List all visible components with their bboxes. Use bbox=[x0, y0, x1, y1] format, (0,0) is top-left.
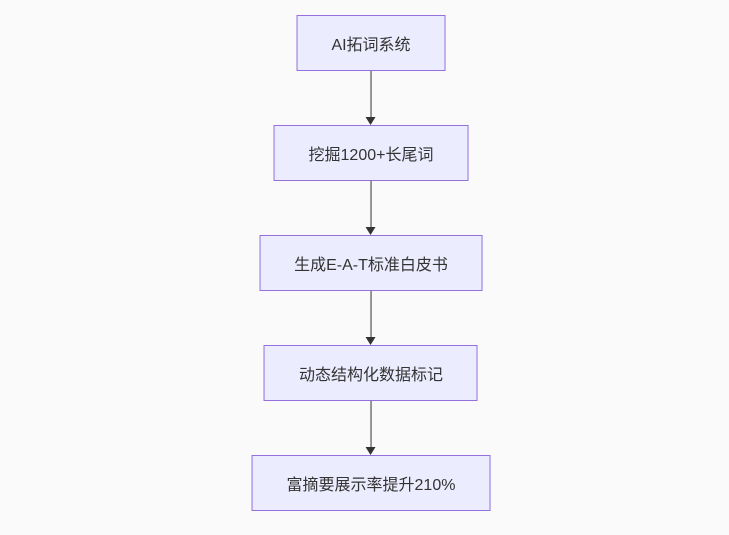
arrow-down-icon bbox=[366, 291, 376, 345]
arrow-line bbox=[370, 291, 372, 337]
node-label: 挖掘1200+长尾词 bbox=[308, 147, 434, 164]
arrowhead-icon bbox=[366, 117, 376, 125]
arrow-down-icon bbox=[366, 71, 376, 125]
arrow-down-icon bbox=[366, 181, 376, 235]
flowchart: AI拓词系统 挖掘1200+长尾词 生成E-A-T标准白皮书 动态结构化数据标记 bbox=[251, 15, 491, 511]
arrowhead-icon bbox=[366, 227, 376, 235]
flow-node-rich-snippet-rate[interactable]: 富摘要展示率提升210% bbox=[251, 455, 491, 511]
flow-node-eat-whitepaper[interactable]: 生成E-A-T标准白皮书 bbox=[259, 235, 483, 291]
flow-node-structured-data-markup[interactable]: 动态结构化数据标记 bbox=[263, 345, 478, 401]
arrowhead-icon bbox=[366, 447, 376, 455]
node-label: 富摘要展示率提升210% bbox=[286, 477, 456, 494]
arrow-line bbox=[370, 401, 372, 447]
arrow-down-icon bbox=[366, 401, 376, 455]
flow-node-ai-word-expansion[interactable]: AI拓词系统 bbox=[296, 15, 446, 71]
flow-node-longtail-keywords[interactable]: 挖掘1200+长尾词 bbox=[273, 125, 469, 181]
node-label: AI拓词系统 bbox=[331, 37, 411, 54]
node-label: 生成E-A-T标准白皮书 bbox=[294, 257, 448, 274]
arrow-line bbox=[370, 71, 372, 117]
arrow-line bbox=[370, 181, 372, 227]
node-label: 动态结构化数据标记 bbox=[298, 367, 443, 384]
arrowhead-icon bbox=[366, 337, 376, 345]
